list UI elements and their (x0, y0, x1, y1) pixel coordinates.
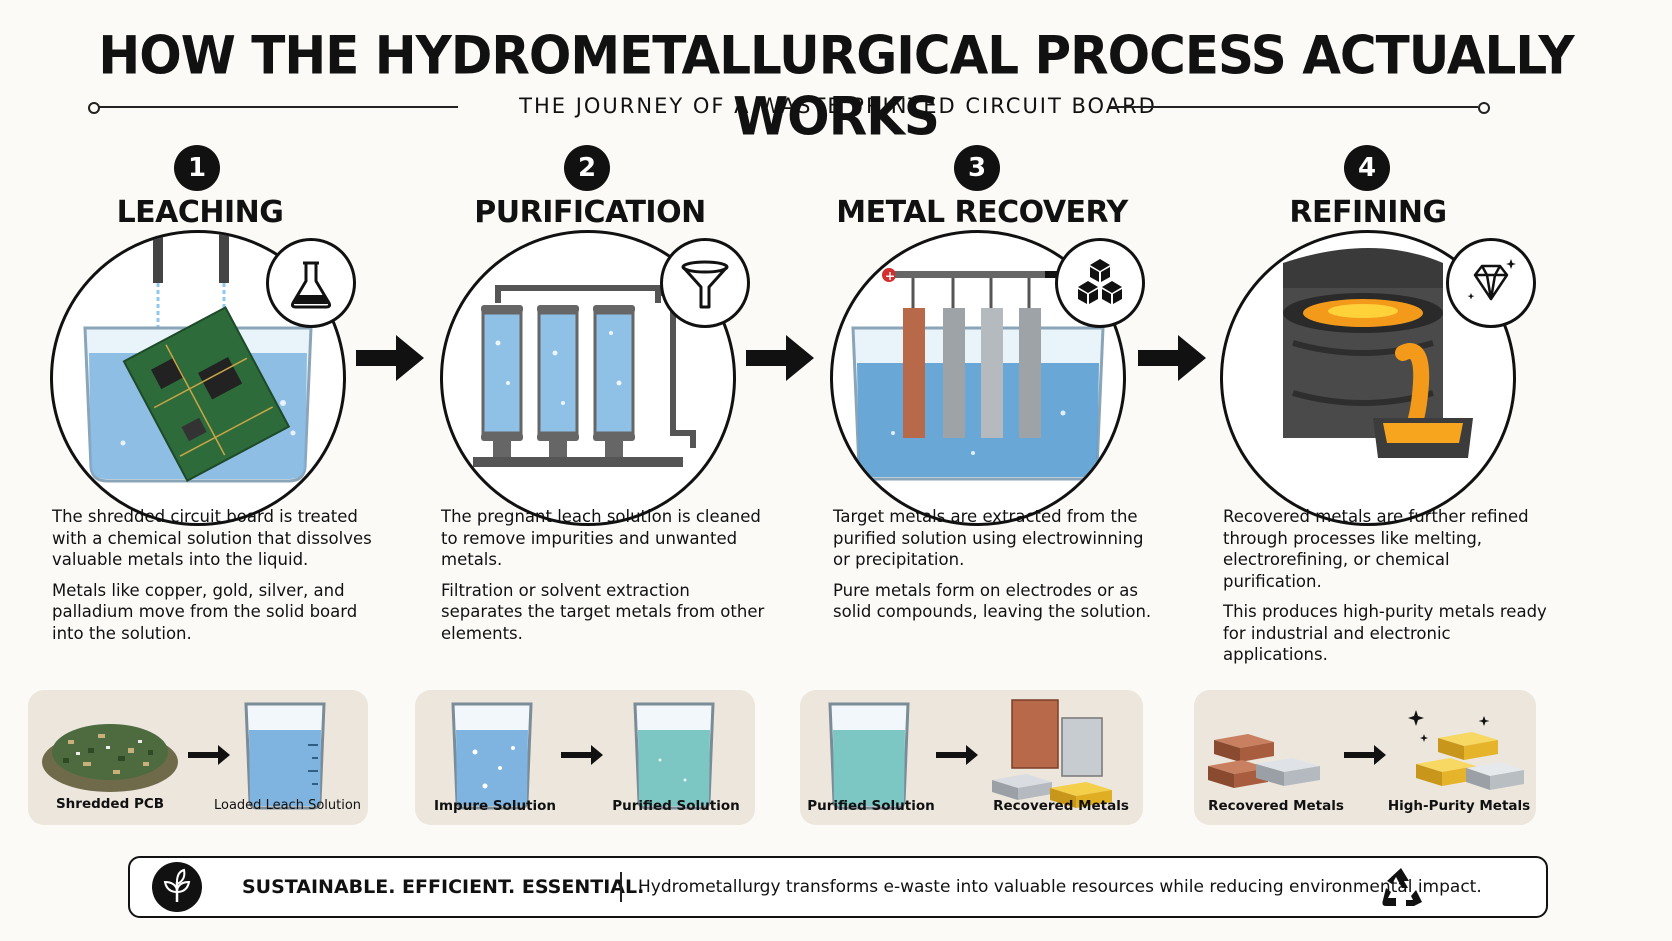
diamond-icon (1446, 238, 1536, 328)
from-label: Purified Solution (807, 798, 935, 814)
flask-icon (266, 238, 356, 328)
from-label: Impure Solution (433, 798, 557, 814)
to-label: Recovered Metals (993, 798, 1129, 814)
step-description: Recovered metals are further refined thr… (1223, 506, 1553, 675)
step-paragraph: The shredded circuit board is treated wi… (52, 507, 372, 569)
footer-lead: SUSTAINABLE. EFFICIENT. ESSENTIAL. (242, 876, 645, 898)
stacked-cubes-icon (1055, 238, 1145, 328)
line-end-dot (1478, 102, 1490, 114)
from-label: Recovered Metals (1208, 798, 1344, 814)
beaker-purified-icon (828, 702, 910, 810)
step-description: The pregnant leach solution is cleaned t… (441, 506, 771, 653)
step-title: METAL RECOVERY (836, 195, 1128, 230)
leaching-transform-panel: Shredded PCB Loaded Leach Solution (28, 690, 368, 825)
filter-column (481, 305, 523, 459)
step-paragraph: Target metals are extracted from the pur… (833, 507, 1144, 569)
recovered-metals-icon (992, 699, 1112, 808)
shredded-pcb-icon (42, 724, 178, 792)
step-number-badge: 1 (174, 145, 220, 191)
subtitle-row: THE JOURNEY OF A WASTE PRINTED CIRCUIT B… (88, 92, 1588, 122)
footer-banner: SUSTAINABLE. EFFICIENT. ESSENTIAL. Hydro… (128, 856, 1548, 918)
funnel-icon (660, 238, 750, 328)
page-subtitle: THE JOURNEY OF A WASTE PRINTED CIRCUIT B… (519, 94, 1157, 118)
from-label: Shredded PCB (55, 796, 165, 812)
metal-recovery-transform-panel: Purified Solution Recovered Metals (800, 690, 1143, 825)
right-arrow-icon (356, 333, 426, 383)
step-number-badge: 2 (564, 145, 610, 191)
beaker-impure-icon (451, 702, 533, 810)
step-paragraph: The pregnant leach solution is cleaned t… (441, 507, 761, 569)
purification-transform-panel: Impure Solution Purified Solution (415, 690, 755, 825)
to-label: High-Purity Metals (1387, 798, 1531, 814)
to-label: Purified Solution (612, 798, 740, 814)
step-paragraph: This produces high-purity metals ready f… (1223, 602, 1547, 664)
step-paragraph: Recovered metals are further refined thr… (1223, 507, 1529, 591)
refining-transform-panel: Recovered Metals High-Purity Metals (1194, 690, 1536, 825)
step-title: REFINING (1289, 195, 1447, 230)
step-paragraph: Metals like copper, gold, silver, and pa… (52, 580, 358, 643)
filter-column (537, 305, 579, 459)
step-paragraph: Filtration or solvent extraction separat… (441, 580, 765, 643)
svg-text:+: + (885, 269, 895, 283)
line-end-dot (88, 102, 100, 114)
right-arrow-icon (746, 333, 816, 383)
step-paragraph: Pure metals form on electrodes or as sol… (833, 580, 1152, 622)
divider-line (98, 106, 458, 108)
divider-line (1110, 106, 1478, 108)
recycle-icon (1378, 864, 1424, 910)
beaker-loaded-icon (244, 702, 326, 810)
recovered-metals-icon (1208, 734, 1320, 788)
page-title: HOW THE HYDROMETALLURGICAL PROCESS ACTUA… (98, 25, 1574, 147)
to-label: Loaded Leach Solution (214, 798, 362, 813)
step-description: Target metals are extracted from the pur… (833, 506, 1163, 632)
filter-column (593, 305, 635, 459)
right-arrow-icon (1138, 333, 1208, 383)
step-description: The shredded circuit board is treated wi… (52, 506, 382, 653)
step-title: LEACHING (116, 195, 284, 230)
step-title: PURIFICATION (474, 195, 706, 230)
step-number-badge: 3 (954, 145, 1000, 191)
beaker-purified-icon (633, 702, 715, 810)
footer-message: Hydrometallurgy transforms e-waste into … (638, 877, 1482, 897)
refining-illustration (1220, 230, 1516, 526)
leaf-icon (152, 862, 202, 912)
footer-separator (620, 872, 622, 902)
high-purity-metals-icon (1408, 710, 1524, 790)
step-number-badge: 4 (1344, 145, 1390, 191)
